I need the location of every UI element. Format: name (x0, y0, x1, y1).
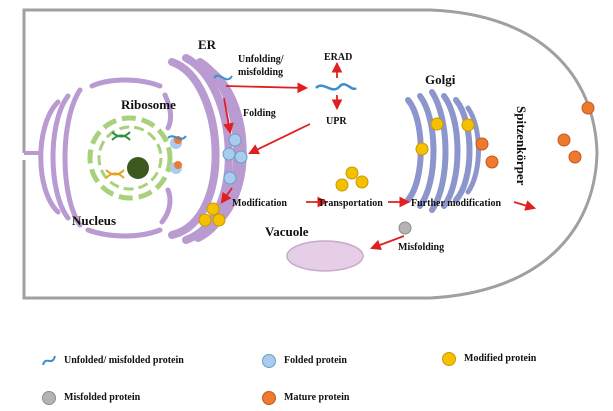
legend-item-mature: Mature protein (260, 390, 350, 405)
unfolded-protein-icon (213, 74, 233, 81)
legend-label-misfolded: Misfolded protein (64, 391, 141, 403)
legend-item-misfolded: Misfolded protein (40, 390, 141, 405)
label-vacuole: Vacuole (265, 224, 309, 239)
label-erad: ERAD (324, 52, 352, 63)
nucleolus (127, 157, 149, 179)
label-modification: Modification (232, 198, 287, 209)
misfolded-protein (398, 221, 412, 235)
nucleus (24, 77, 174, 239)
label-folding: Folding (243, 108, 276, 119)
label-spitzenkorper: Spitzenkörper (514, 106, 529, 186)
ribosome-cluster (167, 135, 187, 174)
label-further-modification: Further modification (411, 198, 502, 209)
modified-proteins (198, 117, 475, 227)
label-er: ER (198, 37, 217, 52)
mature-proteins (475, 101, 595, 169)
legend-label-folded: Folded protein (284, 354, 347, 366)
legend-label-modified: Modified protein (464, 352, 537, 364)
folded-protein-icon (260, 353, 278, 368)
folded-proteins-er (222, 133, 248, 185)
protein-secretion-diagram: ER Ribosome Nucleus Golgi Vacuole Spitze… (22, 8, 599, 300)
label-transportation: Transportation (318, 198, 383, 209)
label-ribosome: Ribosome (121, 97, 176, 112)
legend-item-unfolded: Unfolded/ misfolded protein (40, 353, 184, 367)
modified-protein-icon (440, 351, 458, 366)
label-misfolding: Misfolding (398, 242, 444, 253)
legend-item-modified: Modified protein (440, 351, 537, 366)
legend-label-unfolded: Unfolded/ misfolded protein (64, 354, 184, 366)
unfolded-protein-icon (315, 83, 357, 91)
label-golgi: Golgi (425, 72, 456, 87)
legend-label-mature: Mature protein (284, 391, 350, 403)
mature-protein-icon (260, 390, 278, 405)
label-unfolding-line1: Unfolding/ (238, 54, 284, 65)
cell-outline (22, 8, 599, 300)
misfolded-protein-icon (40, 390, 58, 405)
vacuole (286, 240, 364, 272)
label-upr: UPR (326, 116, 347, 127)
label-unfolding-line2: misfolding (238, 67, 283, 78)
legend: Unfolded/ misfolded protein Folded prote… (0, 340, 613, 411)
dna-helix-icon (111, 131, 131, 141)
unfolded-protein-icon (40, 353, 58, 367)
legend-item-folded: Folded protein (260, 353, 347, 368)
pathway-arrows (220, 61, 537, 251)
label-nucleus: Nucleus (72, 213, 116, 228)
